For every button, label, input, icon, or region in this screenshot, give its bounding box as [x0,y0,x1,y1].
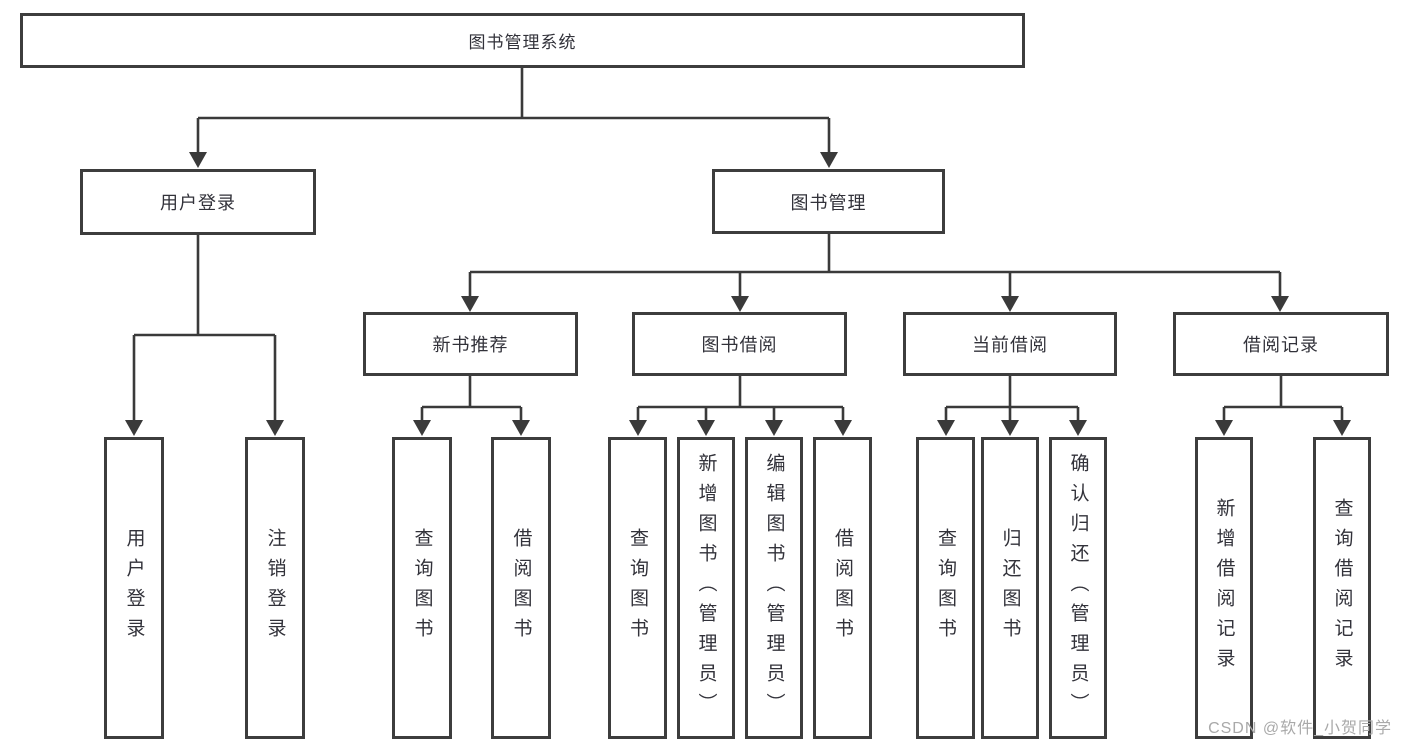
leaf-query-books-recommend: 查询图书 [392,437,452,739]
leaf-borrow-books-recommend: 借阅图书 [491,437,551,739]
leaf-query-borrow-record: 查询借阅记录 [1313,437,1371,739]
leaf-add-borrow-record: 新增借阅记录 [1195,437,1253,739]
leaf-add-books-admin: 新增图书（管理员） [677,437,735,739]
node-book-borrowing: 图书借阅 [632,312,847,376]
node-current-borrowing: 当前借阅 [903,312,1117,376]
node-book-management: 图书管理 [712,169,945,234]
node-borrow-records: 借阅记录 [1173,312,1389,376]
leaf-return-books: 归还图书 [981,437,1039,739]
leaf-borrow-books: 借阅图书 [813,437,872,739]
leaf-edit-books-admin: 编辑图书（管理员） [745,437,803,739]
csdn-watermark: CSDN @软件_小贺同学 [1208,720,1392,737]
leaf-user-login: 用户登录 [104,437,164,739]
leaf-query-books-borrow: 查询图书 [608,437,667,739]
node-user-login: 用户登录 [80,169,316,235]
leaf-query-books-current: 查询图书 [916,437,975,739]
node-new-book-recommend: 新书推荐 [363,312,578,376]
leaf-logout: 注销登录 [245,437,305,739]
node-library-management-system: 图书管理系统 [20,13,1025,68]
leaf-confirm-return-admin: 确认归还（管理员） [1049,437,1107,739]
